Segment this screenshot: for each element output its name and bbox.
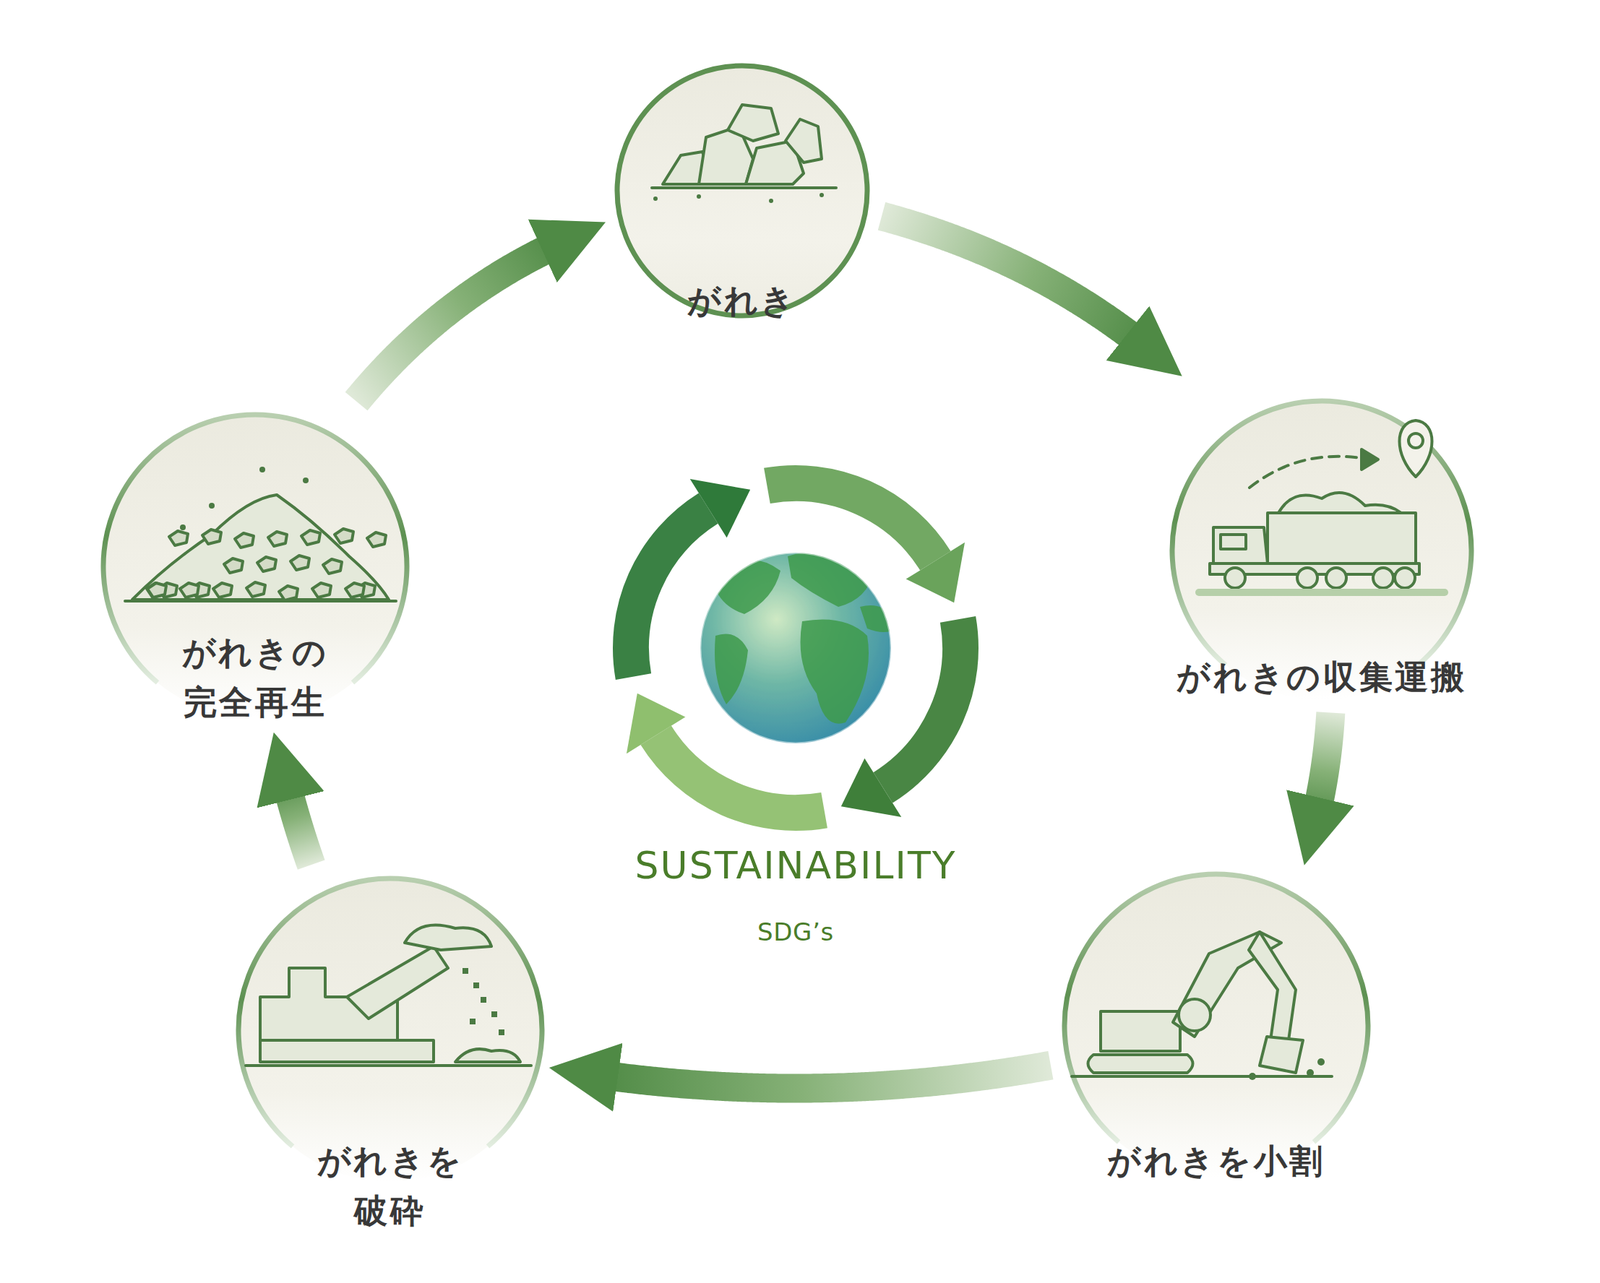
ring-arrow-head	[626, 693, 686, 754]
circle-border	[1064, 874, 1369, 1143]
circle-fill	[103, 414, 407, 719]
ring-arrow-head	[841, 758, 902, 818]
process-circle: がれきを 破砕	[234, 875, 546, 1237]
step-label: がれきを 破砕	[310, 1136, 471, 1237]
globe	[700, 551, 897, 744]
circle-border	[238, 878, 543, 1147]
flow-arrow	[285, 779, 312, 866]
circle-outline	[99, 411, 411, 722]
circle-fill	[1172, 401, 1472, 701]
step-label: がれきの収集運搬	[1176, 652, 1467, 703]
ring-arrow	[630, 508, 709, 678]
process-circle: がれきの収集運搬	[1167, 397, 1475, 704]
center-label: SDG’s	[757, 917, 834, 947]
circle-border	[617, 65, 868, 316]
flow-arrow	[356, 242, 563, 402]
circle-fill	[238, 878, 543, 1183]
ring-arrow-head	[690, 479, 751, 538]
flow-arrow	[596, 1065, 1051, 1090]
recycle-ring	[626, 479, 965, 818]
ring-arrow-head	[906, 542, 965, 603]
step-label: がれき	[687, 276, 798, 326]
ring-arrow	[766, 483, 936, 561]
circle-fill	[617, 65, 868, 316]
ring-arrow	[883, 619, 961, 788]
step-label: がれきを小割	[1107, 1136, 1326, 1187]
process-circle: がれき	[613, 62, 871, 326]
circle-outline	[1060, 870, 1372, 1182]
center-label: SUSTAINABILITY	[634, 844, 957, 888]
circle-fill	[1064, 874, 1369, 1178]
ring-arrow	[656, 735, 825, 814]
circle-border	[1172, 401, 1472, 666]
flow-arrow	[1315, 713, 1331, 820]
flow-arrow	[881, 216, 1145, 347]
step-label: がれきの 完全再生	[175, 628, 336, 728]
circle-outline	[613, 62, 871, 320]
process-circle: がれきの 完全再生	[99, 411, 411, 728]
process-circle: がれきを小割	[1060, 870, 1372, 1187]
circle-outline	[234, 875, 546, 1186]
